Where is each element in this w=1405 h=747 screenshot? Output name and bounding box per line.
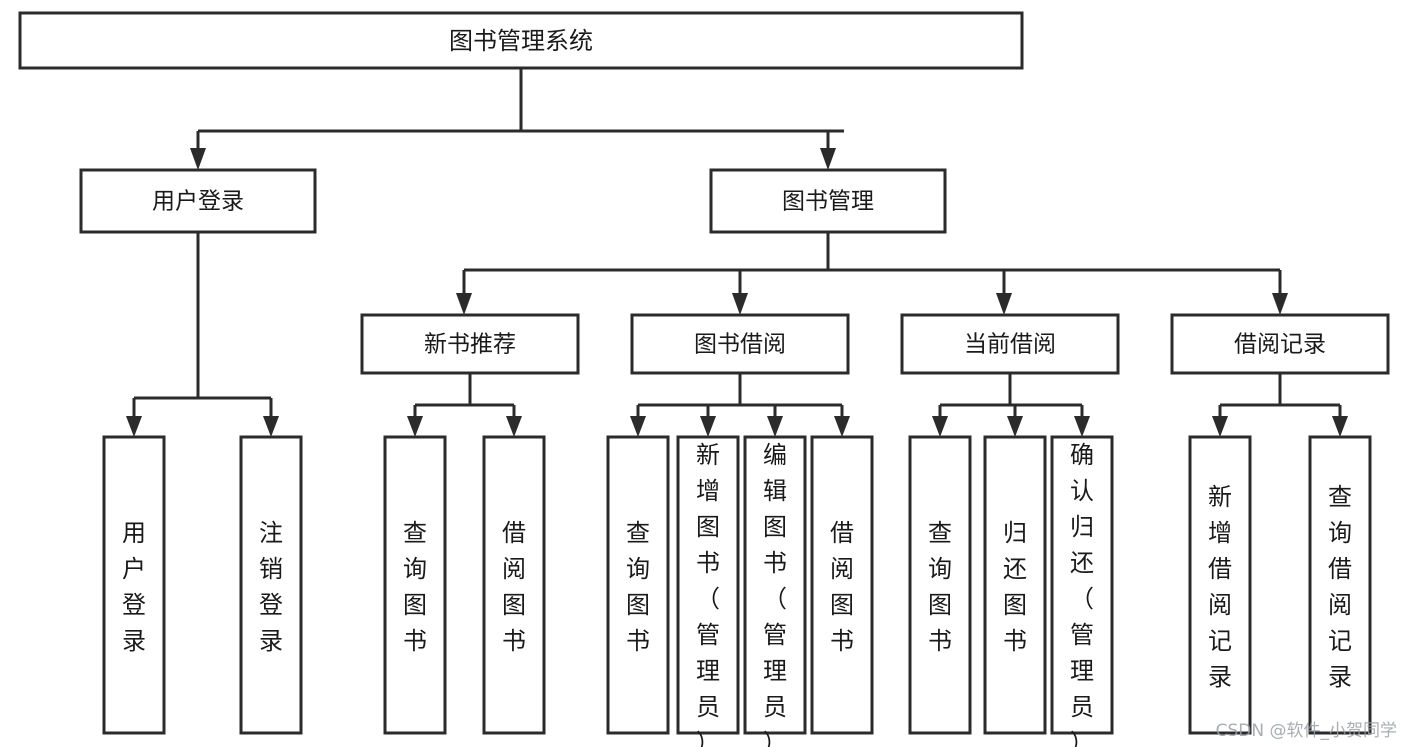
leaf-node-label: 查询借阅记录 [1328, 483, 1352, 691]
connector-bookborrow-to-leaves [630, 373, 850, 437]
leaf-node-label: 注销登录 [259, 519, 283, 655]
leaf-node[interactable]: 查询图书 [606, 435, 670, 735]
leaf-node-box[interactable] [676, 435, 740, 735]
leaf-node-label: 确认归还（管理员） [1070, 441, 1094, 747]
leaf-node-box[interactable] [239, 435, 303, 735]
node-user-login-box[interactable] [79, 168, 317, 234]
leaf-node[interactable]: 新增借阅记录 [1188, 435, 1252, 735]
connector-bookmanage-to-level2 [456, 232, 1288, 315]
leaf-node-label: 借阅图书 [830, 519, 854, 655]
node-current-borrow-label: 当前借阅 [964, 332, 1056, 358]
leaf-node-label: 编辑图书（管理员） [763, 441, 787, 747]
node-root-box[interactable] [18, 11, 1024, 70]
leaf-node-box[interactable] [810, 435, 874, 735]
node-book-manage-box[interactable] [709, 168, 947, 234]
leaf-node[interactable]: 注销登录 [239, 435, 303, 735]
node-book-manage[interactable]: 图书管理 [709, 168, 947, 234]
leaf-node-box[interactable] [1308, 435, 1372, 735]
leaf-node-box[interactable] [606, 435, 670, 735]
node-book-borrow[interactable]: 图书借阅 [630, 313, 850, 375]
node-book-manage-label: 图书管理 [782, 189, 874, 215]
connector-userlogin-to-leaves [126, 232, 279, 437]
leaf-node[interactable]: 查询图书 [908, 435, 972, 735]
connector-root-to-level1 [190, 68, 844, 170]
leaf-node[interactable]: 查询借阅记录 [1308, 435, 1372, 735]
leaf-node[interactable]: 编辑图书（管理员） [743, 435, 807, 747]
leaf-node-box[interactable] [482, 435, 546, 735]
leaf-node[interactable]: 借阅图书 [810, 435, 874, 735]
node-root-label: 图书管理系统 [449, 27, 593, 55]
leaf-node-box[interactable] [383, 435, 447, 735]
leaf-node-label: 查询图书 [403, 519, 427, 655]
leaf-node[interactable]: 新增图书（管理员） [676, 435, 740, 747]
leaf-node-box[interactable] [1188, 435, 1252, 735]
node-current-borrow[interactable]: 当前借阅 [900, 313, 1120, 375]
node-borrow-record[interactable]: 借阅记录 [1170, 313, 1390, 375]
node-root-system[interactable]: 图书管理系统 [18, 11, 1024, 70]
connector-newbook-to-leaves [407, 373, 522, 437]
leaf-node-box[interactable] [1050, 435, 1114, 735]
leaf-node[interactable]: 归还图书 [983, 435, 1047, 735]
leaf-node-box[interactable] [908, 435, 972, 735]
node-book-borrow-label: 图书借阅 [694, 332, 786, 358]
leaf-node-layer: 用户登录 注销登录 查询图书 借阅图书 查询图书 新增图书（管理员） 编辑图书（管理员） 借阅… [102, 435, 1372, 747]
node-book-borrow-box[interactable] [630, 313, 850, 375]
node-user-login[interactable]: 用户登录 [79, 168, 317, 234]
leaf-node-label: 新增借阅记录 [1208, 483, 1232, 691]
leaf-node-label: 归还图书 [1003, 519, 1027, 655]
node-current-borrow-box[interactable] [900, 313, 1120, 375]
leaf-node-label: 借阅图书 [502, 519, 526, 655]
connector-borrowrecord-to-leaves [1212, 373, 1348, 437]
leaf-node-label: 用户登录 [122, 519, 146, 655]
node-user-login-label: 用户登录 [152, 189, 244, 215]
leaf-node-box[interactable] [102, 435, 166, 735]
leaf-node-label: 新增图书（管理员） [696, 441, 720, 747]
leaf-node-label: 查询图书 [626, 519, 650, 655]
leaf-node-label: 查询图书 [928, 519, 952, 655]
node-new-book-recommend-box[interactable] [360, 313, 580, 375]
leaf-node-box[interactable] [743, 435, 807, 735]
node-new-book-recommend[interactable]: 新书推荐 [360, 313, 580, 375]
leaf-node-box[interactable] [983, 435, 1047, 735]
leaf-node[interactable]: 确认归还（管理员） [1050, 435, 1114, 747]
node-new-book-recommend-label: 新书推荐 [424, 332, 516, 358]
leaf-node[interactable]: 查询图书 [383, 435, 447, 735]
leaf-node[interactable]: 用户登录 [102, 435, 166, 735]
leaf-node[interactable]: 借阅图书 [482, 435, 546, 735]
node-borrow-record-label: 借阅记录 [1234, 332, 1326, 358]
node-borrow-record-box[interactable] [1170, 313, 1390, 375]
connector-currentborrow-to-leaves [932, 373, 1090, 437]
